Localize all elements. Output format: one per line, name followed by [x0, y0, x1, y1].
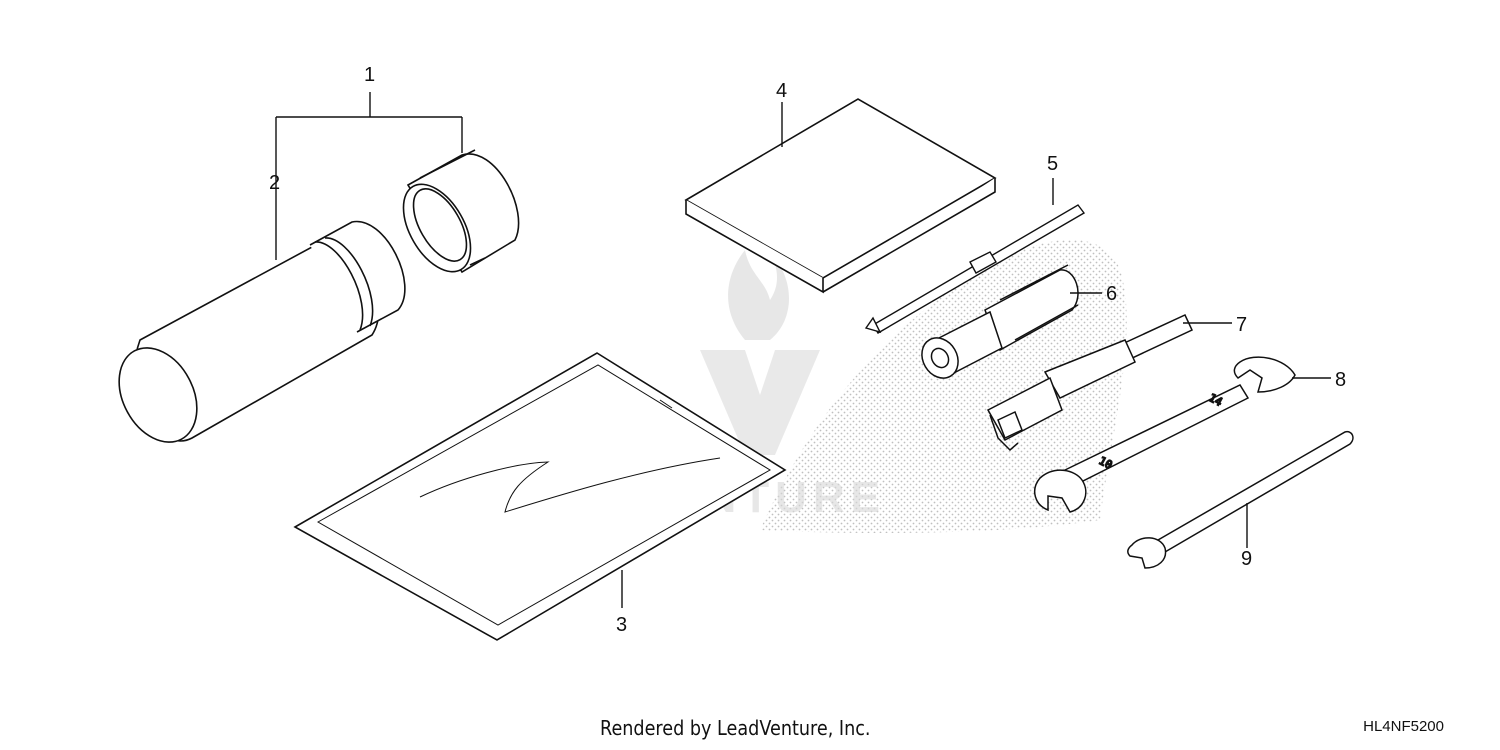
callout-7: 7 — [1236, 314, 1247, 336]
plug-socket-handle — [921, 264, 1079, 379]
callout-5: 5 — [1047, 153, 1058, 175]
tool-case-cap — [402, 149, 520, 274]
callout-4: 4 — [776, 80, 787, 102]
document-pouch — [293, 352, 787, 641]
callout-1: 1 — [364, 64, 375, 86]
diagram-code: HL4NF5200 — [1363, 718, 1444, 735]
spark-plug-wrench — [986, 314, 1193, 452]
callout-2: 2 — [269, 172, 280, 194]
owners-manual — [684, 98, 997, 294]
small-wrench — [1127, 430, 1354, 569]
callout-6: 6 — [1106, 283, 1117, 305]
open-end-wrench-10x14: 14 10 — [1033, 356, 1296, 513]
screwdriver — [864, 204, 1086, 334]
rendered-by-credit: Rendered by LeadVenture, Inc. — [600, 716, 871, 740]
callout-8: 8 — [1335, 369, 1346, 391]
callout-9: 9 — [1241, 548, 1252, 570]
callout-3: 3 — [616, 614, 627, 636]
footer: Rendered by LeadVenture, Inc. HL4NF5200 — [0, 716, 1500, 746]
leader-lines — [275, 92, 1331, 608]
watermark-v-icon — [700, 350, 820, 455]
watermark-flame-icon — [728, 250, 790, 340]
tool-case-tube — [118, 220, 406, 443]
